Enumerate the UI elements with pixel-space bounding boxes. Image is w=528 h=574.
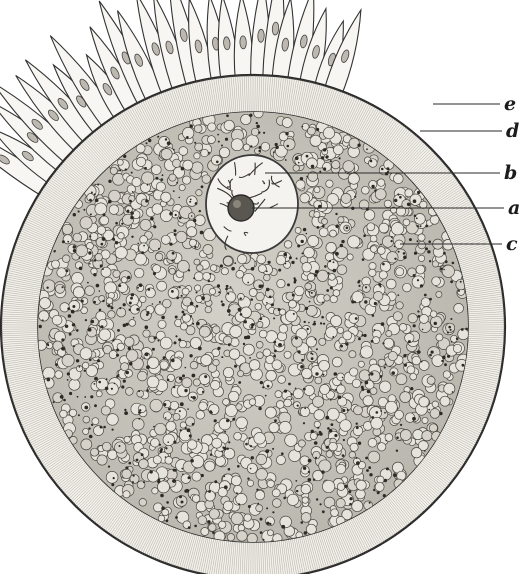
label-d: d — [506, 120, 519, 142]
label-c: c — [506, 233, 518, 255]
germinal-spot — [228, 195, 254, 221]
label-a: a — [508, 197, 520, 219]
figure-labels: e d b a c — [504, 93, 520, 255]
label-e: e — [504, 93, 516, 115]
label-b: b — [504, 162, 517, 184]
